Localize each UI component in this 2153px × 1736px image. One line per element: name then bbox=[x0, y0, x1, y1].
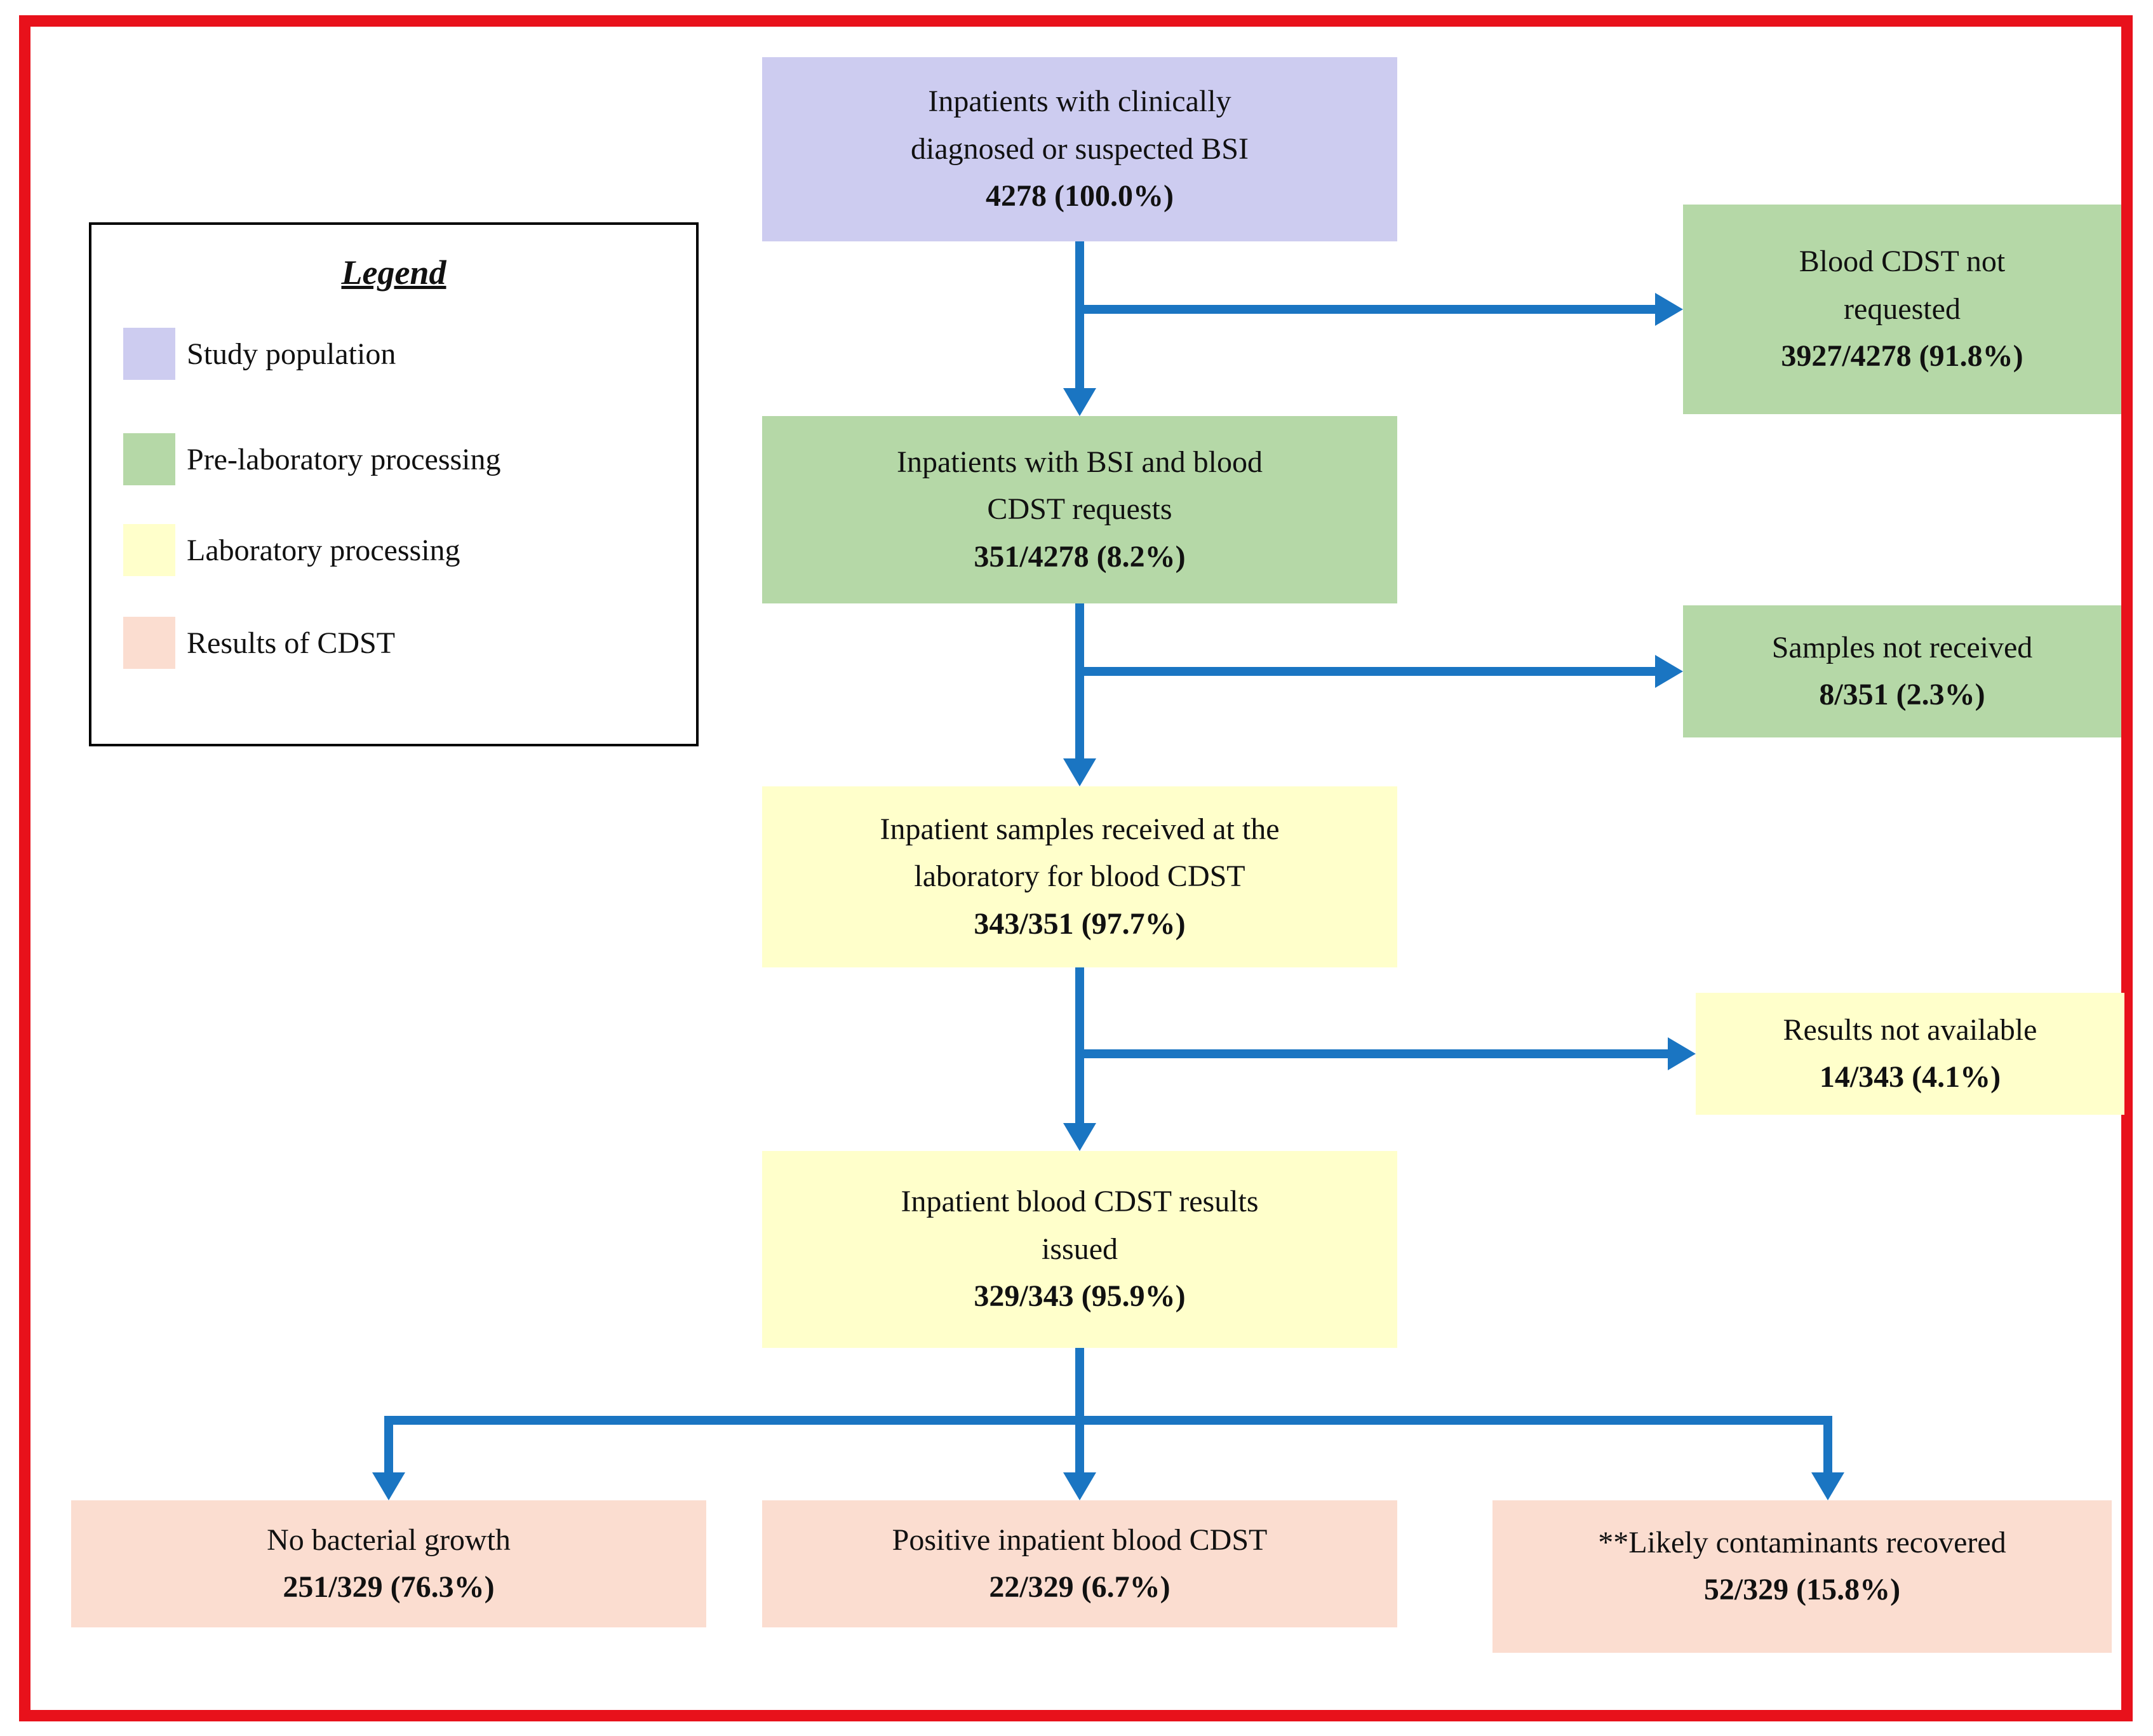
legend-item-pre-laboratory: Pre-laboratory processing bbox=[123, 433, 501, 486]
connector-bsi-to-received bbox=[1075, 603, 1084, 762]
connector-issued-to-split bbox=[1075, 1348, 1084, 1476]
node-samples-received: Inpatient samples received at the labora… bbox=[762, 786, 1397, 967]
connector-split-to-contaminants bbox=[1823, 1416, 1832, 1476]
node-positive-blood-cdst: Positive inpatient blood CDST 22/329 (6.… bbox=[762, 1500, 1397, 1627]
node-likely-contaminants: **Likely contaminants recovered 52/329 (… bbox=[1492, 1500, 2112, 1653]
node-stat: 8/351 (2.3%) bbox=[1819, 678, 1985, 711]
node-stat: 22/329 (6.7%) bbox=[989, 1570, 1170, 1604]
legend-item-label: Pre-laboratory processing bbox=[187, 442, 501, 476]
arrowhead-branch-not-requested bbox=[1655, 293, 1683, 326]
legend-title: Legend bbox=[341, 253, 446, 292]
connector-split-to-no-growth bbox=[384, 1416, 393, 1476]
legend-item-label: Laboratory processing bbox=[187, 533, 460, 567]
arrowhead-study-to-bsi bbox=[1063, 388, 1096, 416]
connector-split-bar bbox=[384, 1416, 1832, 1425]
node-label: **Likely contaminants recovered bbox=[1598, 1526, 2006, 1559]
node-label: Blood CDST not requested bbox=[1799, 245, 2006, 326]
node-stat: 14/343 (4.1%) bbox=[1819, 1060, 2001, 1094]
arrowhead-bsi-to-received bbox=[1063, 758, 1096, 786]
arrowhead-received-to-issued bbox=[1063, 1123, 1096, 1151]
connector-branch-not-requested bbox=[1080, 305, 1658, 314]
node-study-population: Inpatients with clinically diagnosed or … bbox=[762, 57, 1397, 241]
arrowhead-to-no-growth bbox=[372, 1472, 405, 1500]
legend-item-label: Study population bbox=[187, 337, 396, 371]
legend-item-label: Results of CDST bbox=[187, 626, 396, 660]
legend-item-study-population: Study population bbox=[123, 327, 396, 380]
node-bsi-cdst-requests: Inpatients with BSI and blood CDST reque… bbox=[762, 416, 1397, 603]
legend-swatch-results-of-cdst bbox=[123, 617, 175, 669]
arrowhead-to-contaminants bbox=[1811, 1472, 1844, 1500]
node-stat: 351/4278 (8.2%) bbox=[974, 539, 1186, 574]
node-label: Positive inpatient blood CDST bbox=[892, 1523, 1268, 1557]
node-stat: 3927/4278 (91.8%) bbox=[1781, 339, 2023, 373]
connector-received-to-issued bbox=[1075, 967, 1084, 1127]
node-results-not-available: Results not available 14/343 (4.1%) bbox=[1696, 993, 2124, 1115]
node-stat: 251/329 (76.3%) bbox=[283, 1570, 495, 1604]
node-stat: 329/343 (95.9%) bbox=[974, 1279, 1186, 1314]
node-label: Inpatients with clinically diagnosed or … bbox=[911, 84, 1249, 166]
node-label: Results not available bbox=[1783, 1013, 2037, 1047]
legend-swatch-laboratory bbox=[123, 524, 175, 576]
figure-border bbox=[19, 15, 2133, 1721]
node-label: Inpatients with BSI and blood CDST reque… bbox=[897, 445, 1263, 527]
node-no-bacterial-growth: No bacterial growth 251/329 (76.3%) bbox=[71, 1500, 706, 1627]
node-label: Inpatient blood CDST results issued bbox=[901, 1185, 1259, 1266]
node-stat: 343/351 (97.7%) bbox=[974, 906, 1186, 941]
connector-branch-not-available bbox=[1080, 1049, 1670, 1058]
node-stat: 4278 (100.0%) bbox=[986, 179, 1174, 213]
node-results-issued: Inpatient blood CDST results issued 329/… bbox=[762, 1151, 1397, 1348]
node-label: Inpatient samples received at the labora… bbox=[880, 812, 1280, 894]
arrowhead-to-positive bbox=[1063, 1472, 1096, 1500]
node-label: No bacterial growth bbox=[267, 1523, 511, 1557]
legend-swatch-pre-laboratory bbox=[123, 433, 175, 485]
legend-item-laboratory: Laboratory processing bbox=[123, 523, 460, 577]
arrowhead-branch-not-received bbox=[1655, 655, 1683, 688]
legend-item-results-of-cdst: Results of CDST bbox=[123, 616, 395, 670]
connector-branch-not-received bbox=[1080, 667, 1658, 676]
connector-study-to-bsi bbox=[1075, 241, 1084, 392]
node-cdst-not-requested: Blood CDST not requested 3927/4278 (91.8… bbox=[1683, 205, 2121, 414]
arrowhead-branch-not-available bbox=[1668, 1037, 1696, 1070]
node-label: Samples not received bbox=[1771, 630, 2033, 664]
legend-swatch-study-population bbox=[123, 328, 175, 380]
node-samples-not-received: Samples not received 8/351 (2.3%) bbox=[1683, 605, 2121, 737]
node-stat: 52/329 (15.8%) bbox=[1703, 1573, 1901, 1607]
legend-box: Legend Study population Pre-laboratory p… bbox=[89, 222, 699, 746]
